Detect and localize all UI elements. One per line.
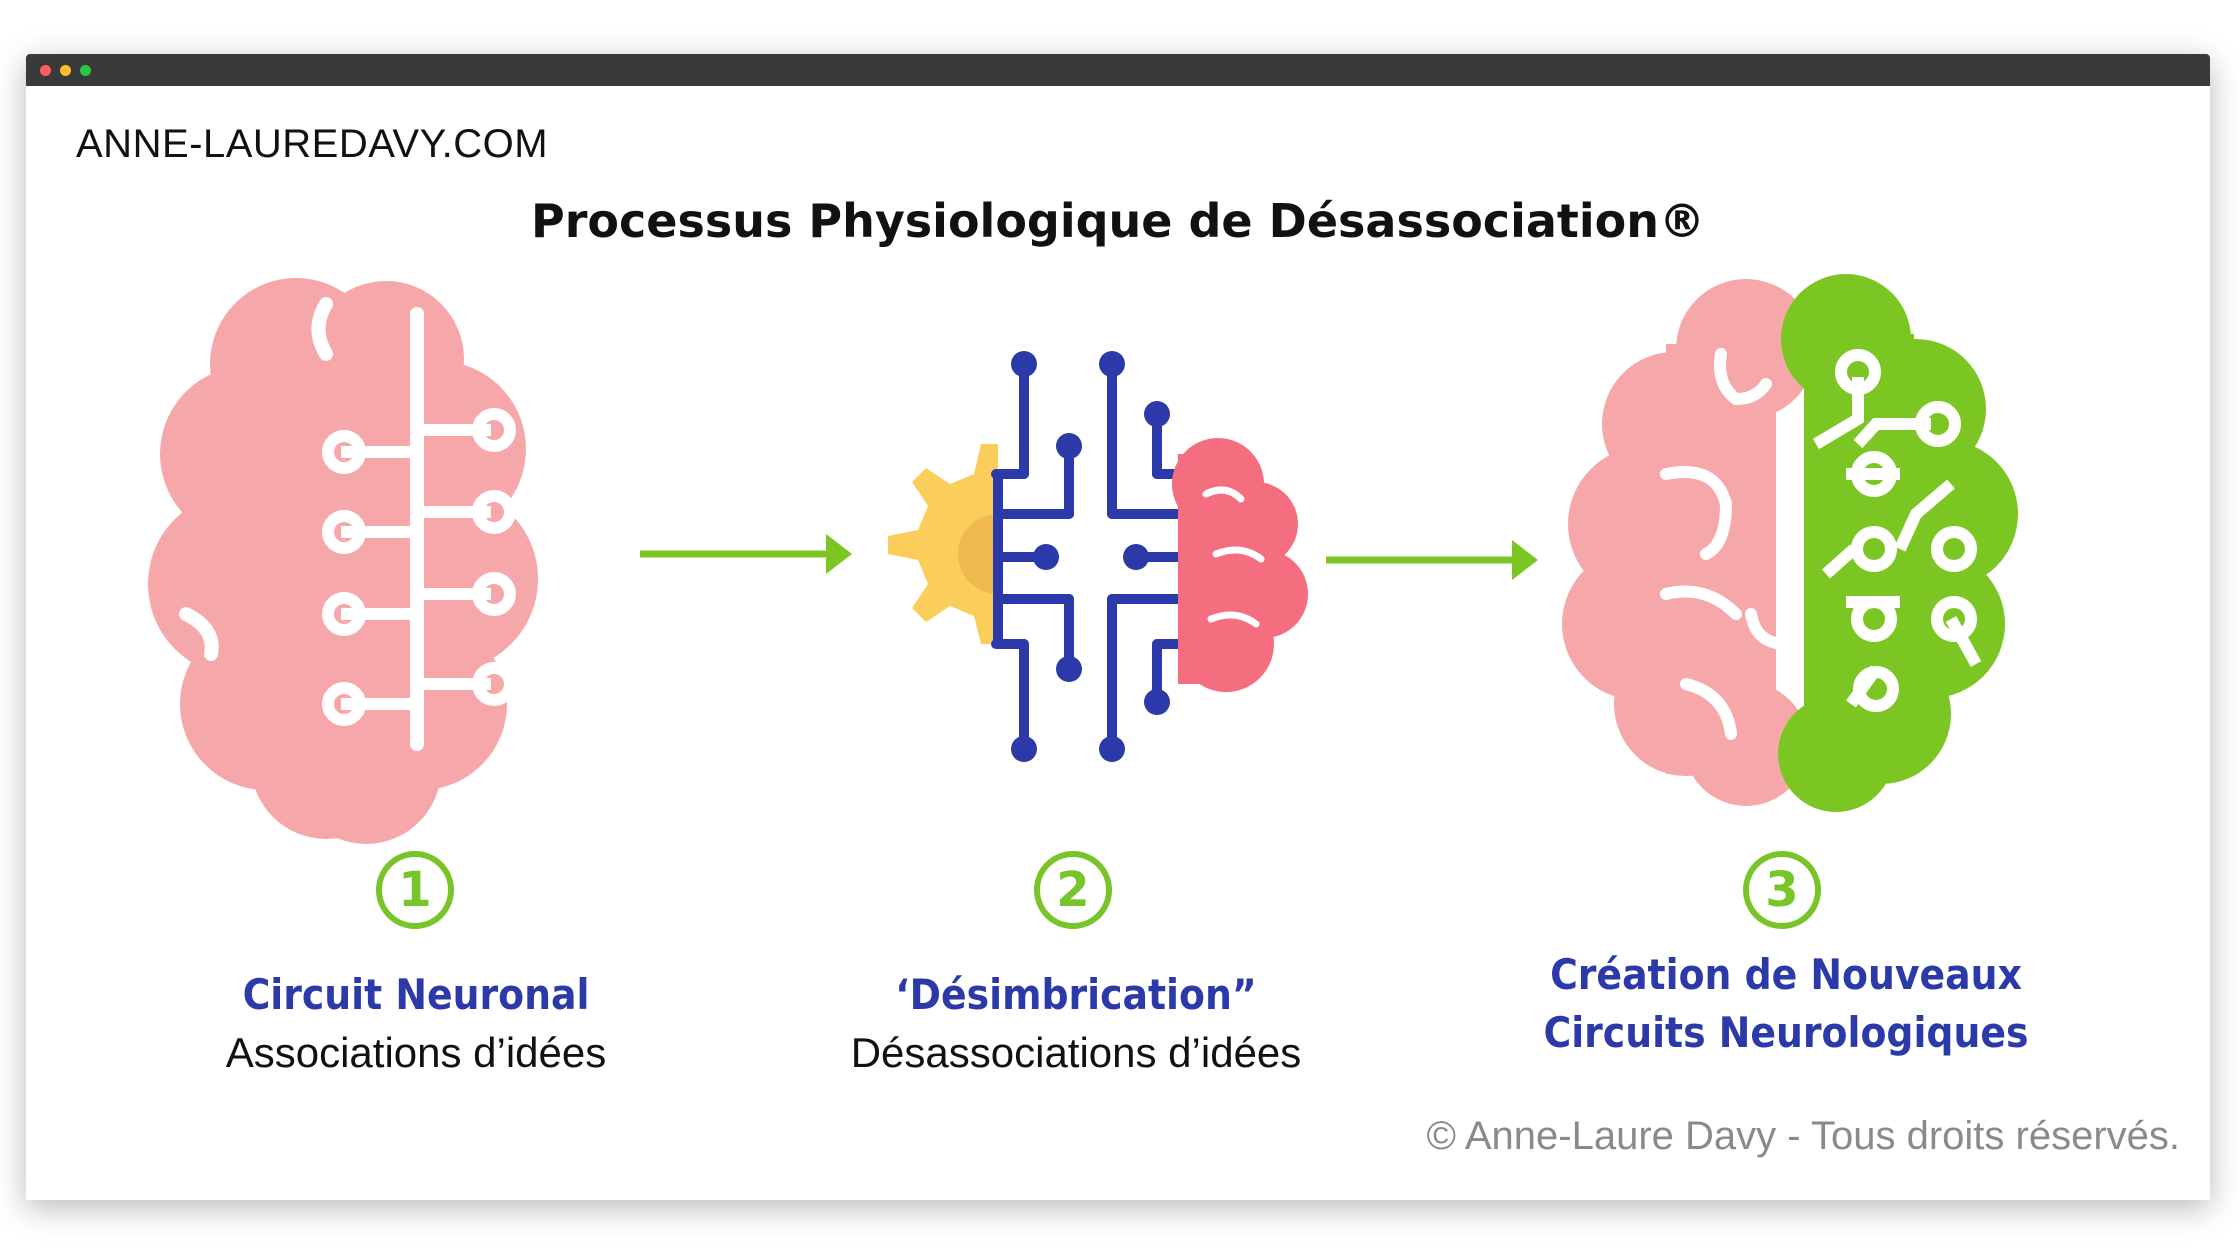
window-titlebar [26,54,2210,86]
step-1-number: 1 [376,851,454,929]
arrow-right-icon [640,534,852,574]
brain-circuit-icon [148,278,593,844]
step-2-title: ‘Désimbrication” [895,970,1257,1019]
minimize-dot[interactable] [60,65,71,76]
copyright-notice: © Anne-Laure Davy - Tous droits réservés… [1426,1114,2180,1158]
diagram-art [148,274,2018,844]
half-brain-circuit-icon [1562,274,2018,812]
close-dot[interactable] [40,65,51,76]
browser-window: ANNE-LAUREDAVY.COM Processus Physiologiq… [26,54,2210,1200]
step-1-subtitle: Associations d’idées [225,1029,607,1076]
step-3-number: 3 [1743,851,1821,929]
gear-circuit-brain-icon [888,351,1308,762]
step-2-subtitle: Désassociations d’idées [850,1029,1302,1076]
step-3-title-line1: Création de Nouveaux [1550,950,2022,999]
step-1-title: Circuit Neuronal [242,970,590,1019]
site-name: ANNE-LAUREDAVY.COM [76,122,549,166]
arrow-right-icon [1326,540,1538,580]
step-2-number: 2 [1034,851,1112,929]
step-3-title-line2: Circuits Neurologiques [1543,1008,2029,1057]
maximize-dot[interactable] [80,65,91,76]
diagram-title: Processus Physiologique de Désassociatio… [530,194,1705,248]
